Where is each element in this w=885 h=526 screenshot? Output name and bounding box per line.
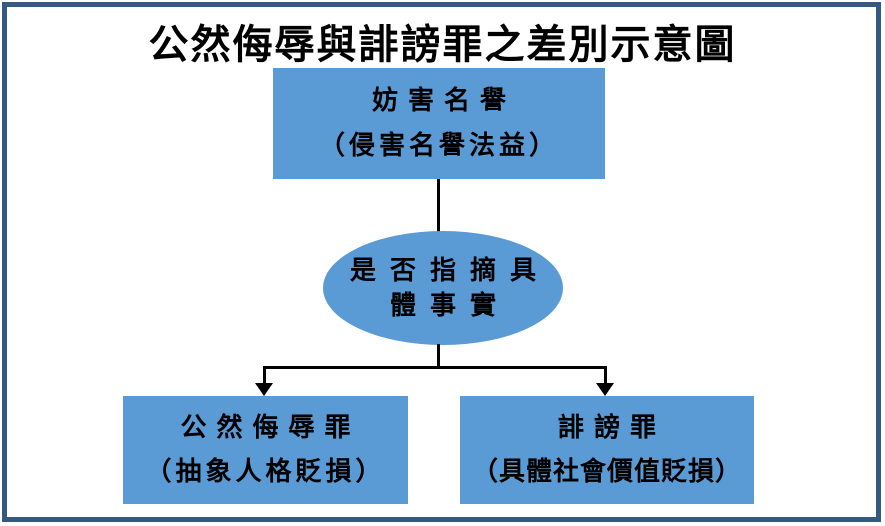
right-box-title: 誹謗罪: [557, 412, 666, 442]
left-box-title: 公然侮辱罪: [180, 412, 361, 442]
right-box-subtitle: （具體社會價值貶損）: [471, 457, 742, 486]
connector-topbox-to-ellipse: [437, 179, 440, 232]
ellipse-text-line1: 是否指摘具: [349, 255, 550, 285]
right-box-defamation-crime: 誹謗罪 （具體社會價值貶損）: [460, 396, 754, 504]
connector-branch-horizontal: [263, 366, 607, 369]
diagram-title: 公然侮辱與誹謗罪之差別示意圖: [148, 22, 737, 67]
top-box-subtitle: （侵害名譽法益）: [318, 130, 559, 160]
left-box-subtitle: （抽象人格貶損）: [145, 457, 386, 486]
top-box-title: 妨害名譽: [371, 86, 516, 116]
connector-branch-right-drop: [604, 366, 607, 385]
down-arrow-icon-left: [255, 383, 273, 396]
top-box-defamation-of-reputation: 妨害名譽 （侵害名譽法益）: [273, 68, 605, 179]
connector-ellipse-to-branch: [437, 344, 440, 369]
decision-ellipse-specific-facts: 是否指摘具 體事實: [323, 231, 563, 345]
down-arrow-icon-right: [596, 383, 614, 396]
left-box-public-insult-crime: 公然侮辱罪 （抽象人格貶損）: [123, 396, 408, 504]
connector-branch-left-drop: [263, 366, 266, 385]
ellipse-text-line2: 體事實: [389, 291, 510, 320]
